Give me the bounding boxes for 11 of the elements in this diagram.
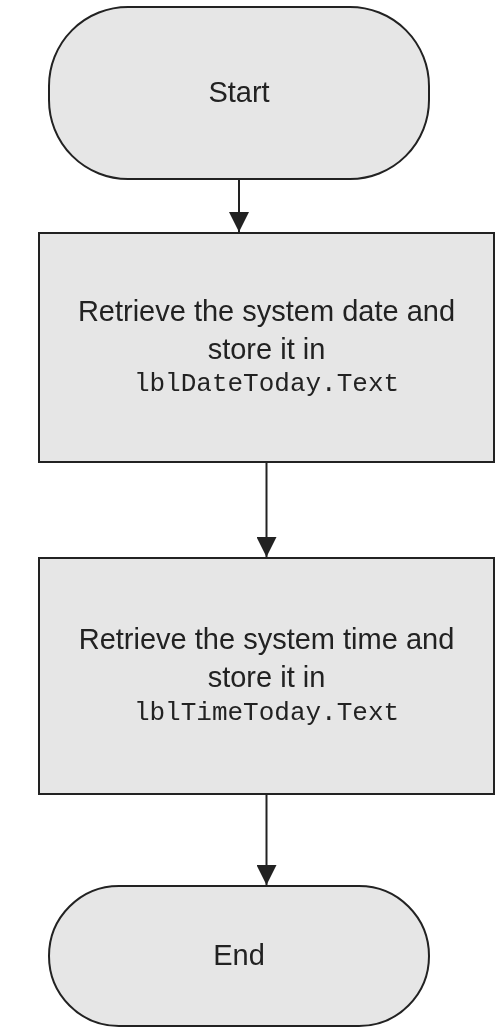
- arrow: [256, 794, 277, 886]
- node-label: Retrieve the system time and store it in: [77, 622, 456, 696]
- arrow: [256, 462, 277, 558]
- node-label: End: [213, 938, 265, 974]
- code-label: lblDateToday.Text: [133, 368, 400, 402]
- node-label: Start: [208, 75, 270, 111]
- arrow: [229, 179, 249, 233]
- code-label: lblTimeToday.Text: [133, 696, 400, 730]
- process-box: [38, 557, 495, 795]
- node-label: Retrieve the system date and store it in: [76, 293, 457, 367]
- process-box: [38, 232, 495, 463]
